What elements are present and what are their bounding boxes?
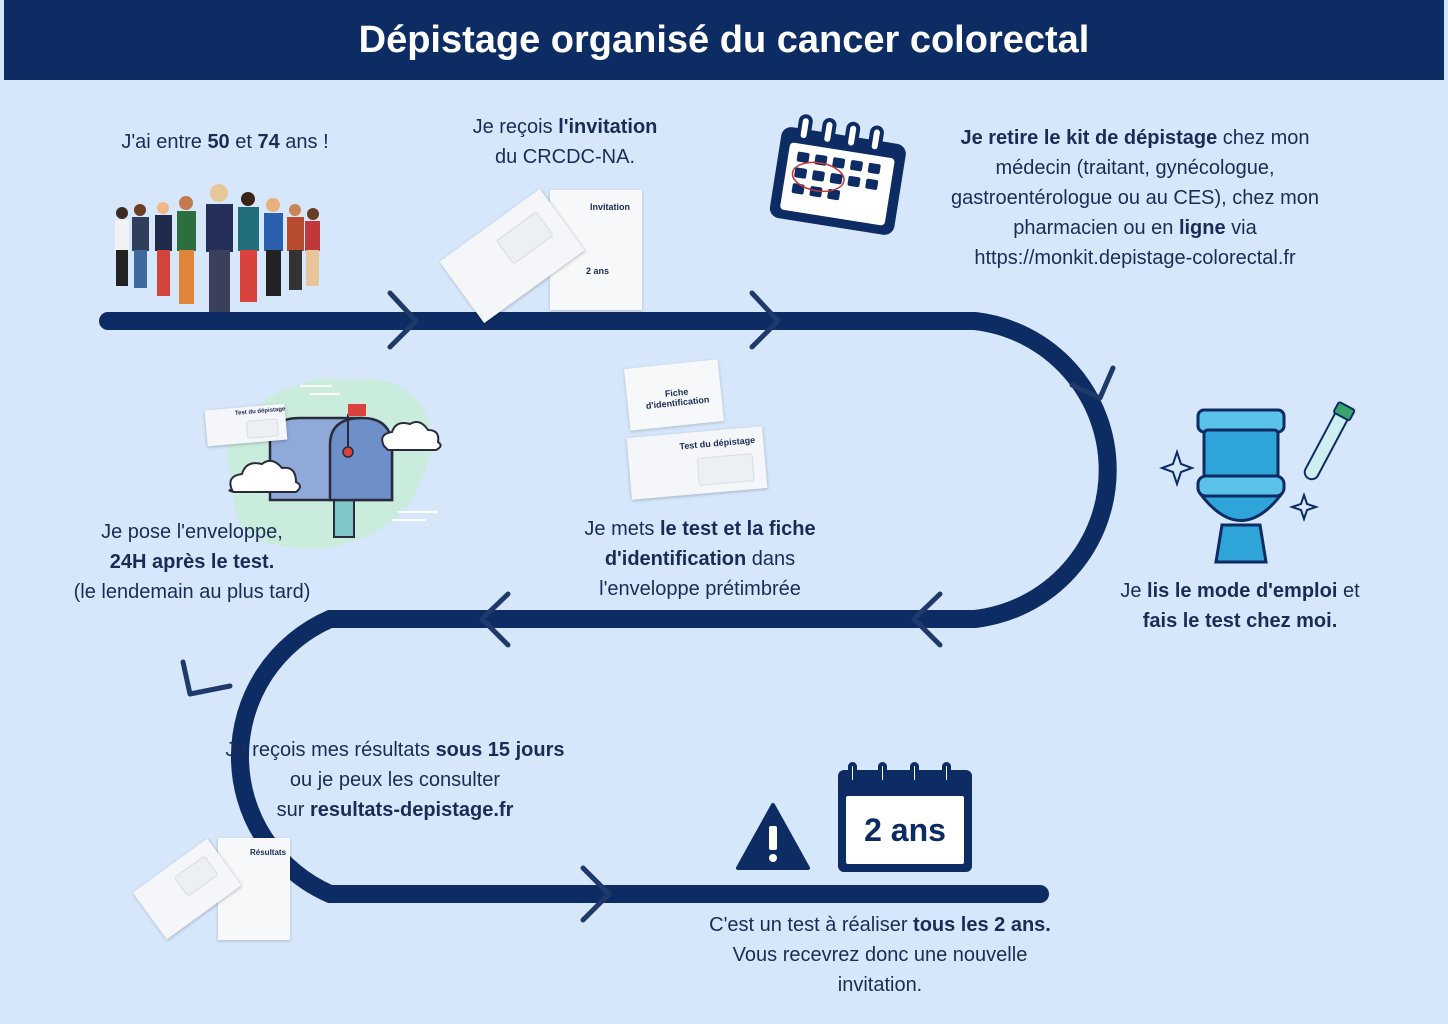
people-group-icon	[115, 184, 320, 312]
fiche-label: Fiche d'identification	[645, 386, 710, 411]
envelope-window	[495, 211, 554, 265]
envelope-window	[245, 418, 280, 439]
arrow-left-2	[479, 591, 511, 648]
calendar-ring	[910, 762, 919, 784]
results-sheet-label: Résultats	[250, 848, 287, 857]
warning-icon	[736, 803, 810, 870]
kit-url[interactable]: https://monkit.depistage-colorectal.fr	[974, 247, 1296, 269]
step-repeat-text: C'est un test à réaliser tous les 2 ans.…	[709, 914, 1051, 996]
calendar-icon	[769, 114, 906, 235]
test-tube-icon	[1303, 401, 1356, 481]
two-years-calendar-icon: 2 ans	[838, 762, 972, 872]
calendar-years-label: 2 ans	[846, 796, 964, 864]
step-age-text: J'ai entre 50 et 74 ans !	[121, 131, 329, 153]
step-post-text: Je pose l'enveloppe, 24H après le test. …	[73, 521, 311, 603]
invitation-sheet-label: Invitation	[590, 202, 630, 212]
arrow-right-1	[387, 290, 419, 350]
toilet-icon	[1196, 408, 1286, 564]
page-title: Dépistage organisé du cancer colorectal	[358, 18, 1090, 61]
sparkle-icon	[1159, 448, 1320, 523]
test-envelope: Test du dépistage	[626, 426, 768, 500]
arrow-right-2	[749, 290, 781, 350]
path-row-1	[99, 312, 1117, 903]
invitation-years-label: 2 ans	[586, 266, 610, 276]
step-test-text: Je lis le mode d'emploi et fais le test …	[1120, 580, 1360, 632]
mail-envelope-label: Test du dépistage	[234, 406, 286, 417]
test-envelope-label: Test du dépistage	[679, 434, 756, 452]
envelope-window	[173, 855, 219, 898]
step-results-text: Je reçois mes résultats sous 15 jours ou…	[225, 739, 565, 821]
mail-envelope: Test du dépistage	[204, 403, 288, 447]
arrow-down-right	[1069, 365, 1116, 401]
arrow-right-3	[580, 865, 612, 923]
step-envelope-text: Je mets le test et la fiche d'identifica…	[584, 518, 816, 600]
step-kit-text: Je retire le kit de dépistage chez mon m…	[951, 127, 1319, 269]
calendar-ring	[942, 762, 951, 784]
arrow-left-1	[911, 591, 943, 648]
calendar-ring	[848, 762, 857, 784]
step-invitation-text: Je reçois l'invitation du CRCDC-NA.	[472, 116, 658, 168]
calendar-ring	[878, 762, 887, 784]
fiche-sheet: Fiche d'identification	[624, 359, 724, 431]
arrow-down-left	[180, 659, 233, 697]
envelope-window	[696, 453, 755, 486]
results-url[interactable]: resultats-depistage.fr	[309, 799, 514, 821]
header-banner: Dépistage organisé du cancer colorectal	[4, 0, 1444, 80]
